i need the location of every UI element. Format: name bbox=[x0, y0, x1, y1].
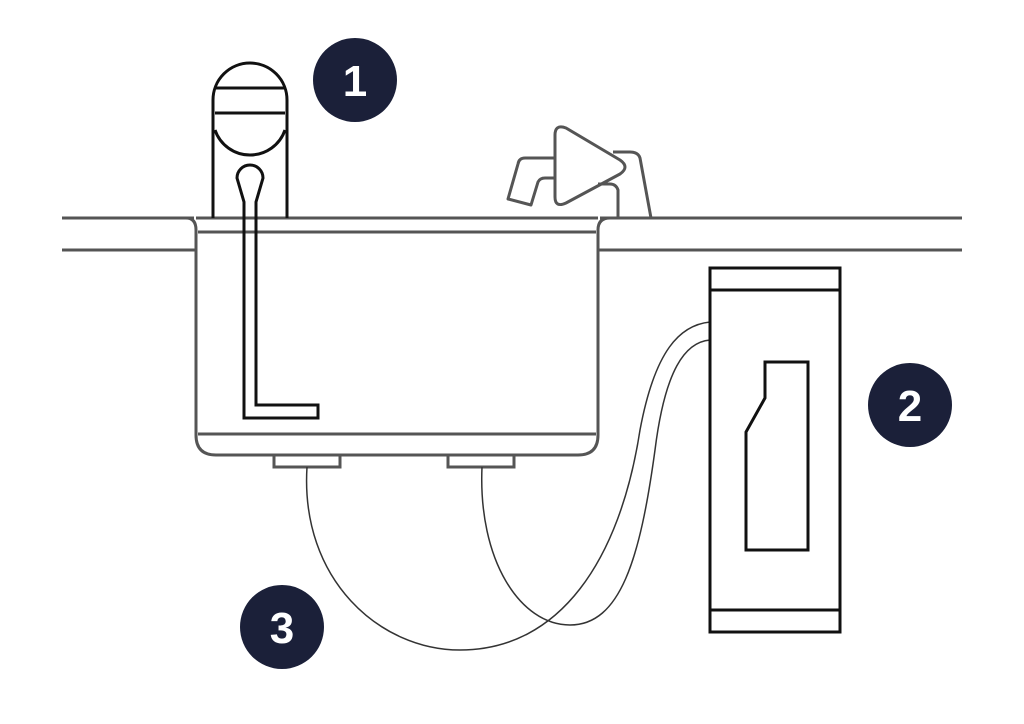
badge-1-label: 1 bbox=[343, 57, 367, 106]
countertop bbox=[62, 216, 962, 252]
regular-faucet bbox=[506, 125, 653, 219]
badge-2: 2 bbox=[868, 363, 952, 447]
badge-1: 1 bbox=[313, 38, 397, 122]
boiling-water-tap bbox=[211, 61, 320, 420]
sink-connectors bbox=[272, 453, 516, 469]
badge-3: 3 bbox=[240, 585, 324, 669]
badge-2-label: 2 bbox=[898, 382, 922, 431]
sink-basin bbox=[185, 216, 611, 457]
badge-3-label: 3 bbox=[270, 604, 294, 653]
hoses bbox=[305, 321, 711, 651]
boiler-tank bbox=[708, 266, 842, 634]
